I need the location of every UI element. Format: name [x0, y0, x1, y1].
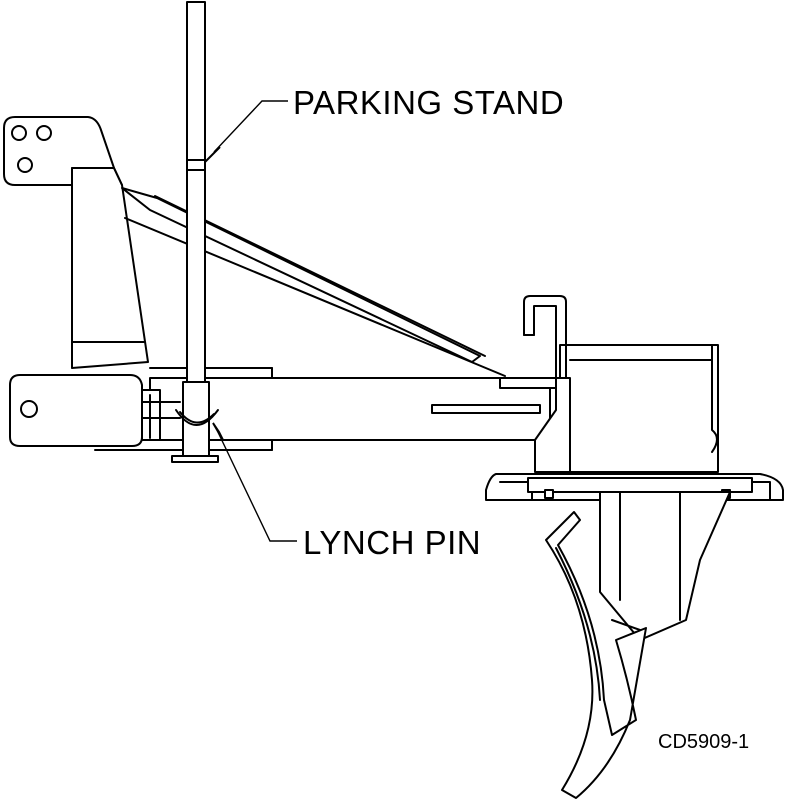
hitch-hole-bottom [17, 157, 33, 173]
lynch-pin-label: LYNCH PIN [303, 524, 481, 561]
shank-mount-bracket [523, 295, 719, 473]
curved-shank [545, 511, 647, 799]
hitch-hole-top-right [36, 125, 52, 141]
parking-stand-callout: PARKING STAND [204, 84, 564, 163]
parking-stand-label: PARKING STAND [293, 84, 564, 121]
figure-id: CD5909-1 [658, 731, 749, 753]
lynch-pin-callout: LYNCH PIN [212, 422, 481, 561]
shank-standard [599, 491, 731, 641]
mast-plate [71, 167, 149, 369]
lynch-pin-ring [179, 411, 215, 424]
diagonal-brace [121, 187, 506, 377]
parking-stand [171, 1, 219, 463]
hitch-hole-top-left [11, 125, 27, 141]
main-beam [94, 367, 557, 451]
base-plate [485, 473, 784, 501]
lower-hitch-hole [20, 400, 38, 418]
lower-hitch-plate [9, 374, 181, 447]
